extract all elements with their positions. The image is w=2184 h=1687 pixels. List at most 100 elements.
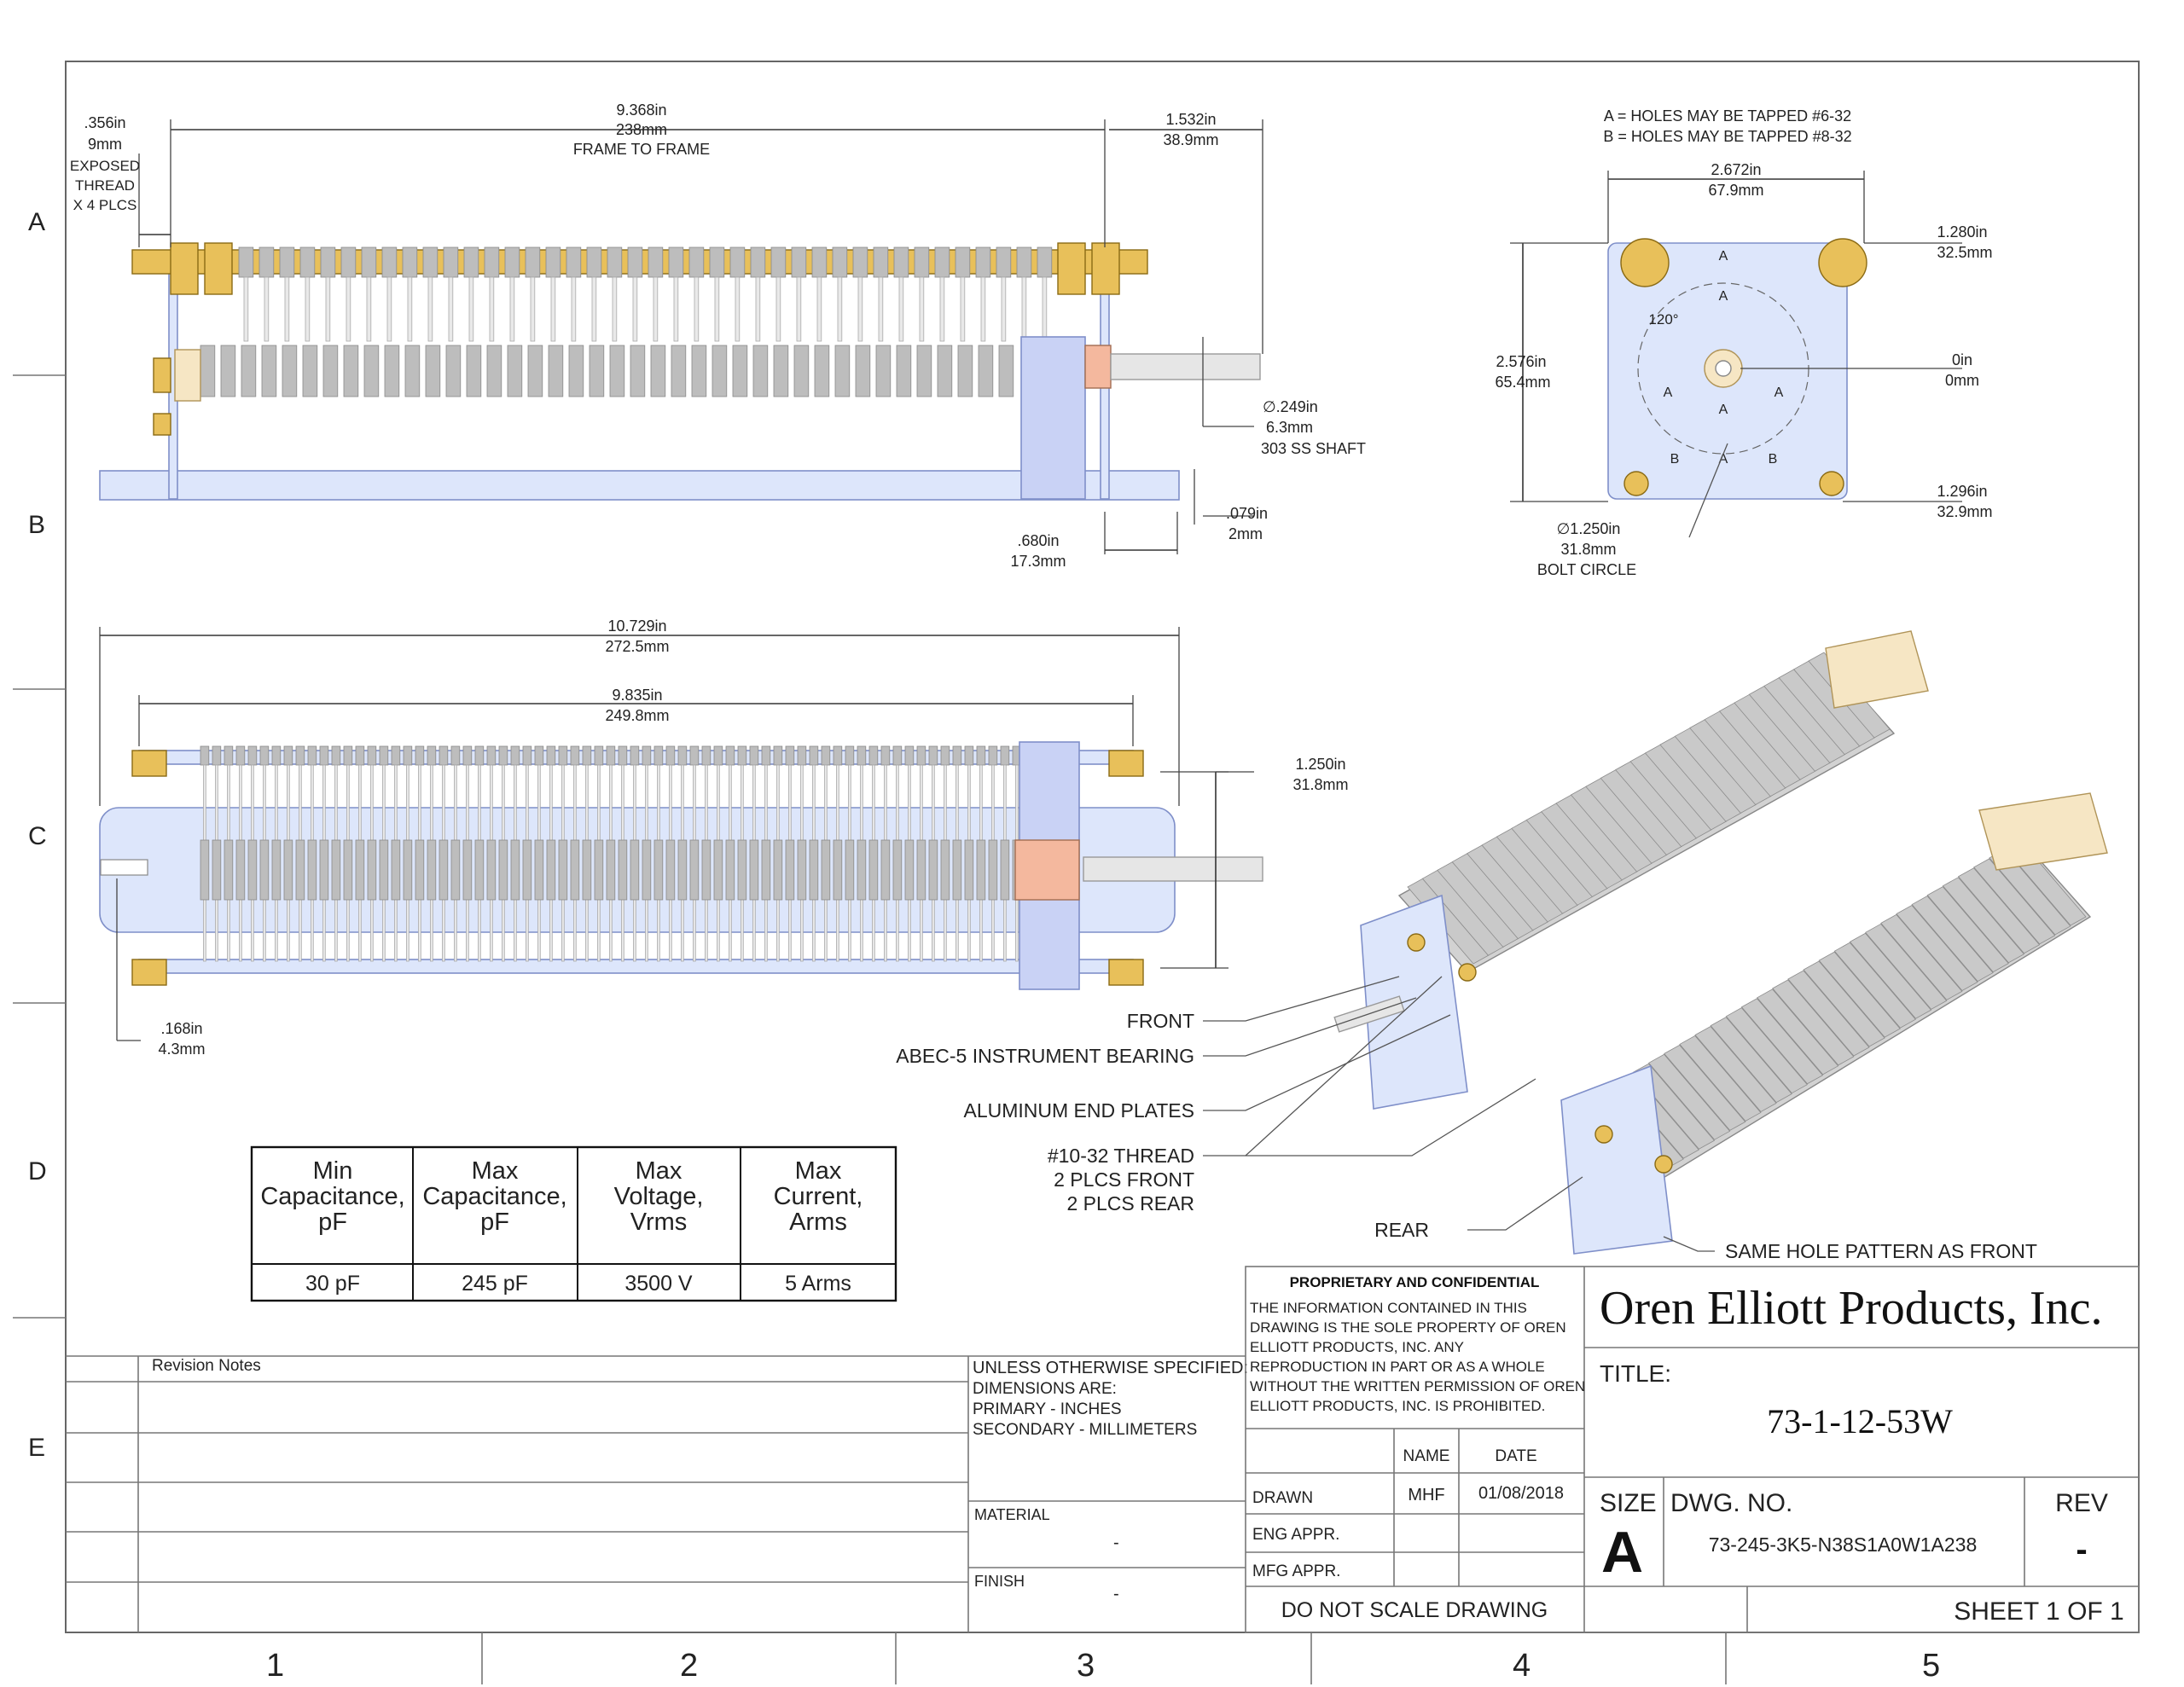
fin [648,246,664,278]
fin [713,745,723,766]
fin [811,246,828,278]
fin [200,839,210,901]
dim-width-mm: 67.9mm [1708,182,1763,199]
fin [671,345,687,397]
dim-inner-mm: 249.8mm [605,707,669,724]
fin [653,745,664,766]
dim-plate-in: .680in [1017,532,1059,549]
tolerance-note: SECONDARY - MILLIMETERS [973,1421,1197,1439]
fin [307,839,317,901]
row-label-a: A [28,208,45,236]
dim-ftf-note: FRAME TO FRAME [573,141,710,158]
title-block-area: Revision Notes UNLESS OTHERWISE SPECIFIE… [66,1266,2140,1633]
end-note-b: B = HOLES MAY BE TAPPED #8-32 [1603,128,1851,145]
fin [665,745,676,766]
fin [709,246,725,278]
fin [689,839,700,901]
fin-plate [837,276,843,342]
fin [873,246,889,278]
col-label-5: 5 [1922,1648,1940,1684]
fin [261,345,277,397]
fin [212,839,222,901]
fin [403,745,413,766]
fin [904,839,915,901]
fin [558,839,568,901]
dim-ftf-mm: 238mm [616,121,667,138]
dim-bottom-mm: 32.9mm [1937,503,1992,520]
dim-overall-in: 10.729in [607,617,666,635]
fin [343,345,359,397]
proprietary-text: ELLIOTT PRODUCTS, INC. ANY [1250,1339,1464,1355]
bearing [1084,345,1112,389]
exposed-note: EXPOSED [70,158,140,174]
fin-plate [796,276,802,342]
spec-header: Voltage, [614,1183,704,1210]
fin [525,246,541,278]
isometric-view: FRONT ABEC-5 INSTRUMENT BEARING ALUMINUM… [896,630,2108,1262]
fin [606,839,616,901]
spec-header: Max [636,1157,682,1185]
fin [200,745,210,766]
iso-fin [1880,913,1963,1000]
fin [582,745,592,766]
fin [627,246,643,278]
fin [379,839,389,901]
spec-header: Vrms [630,1209,688,1236]
fin [988,839,998,901]
iso-fin [1973,858,2056,945]
fin [355,839,365,901]
fin [282,345,298,397]
fin [343,745,353,766]
fin-plate [305,276,311,342]
fin-plate [960,276,966,342]
iso-fin [1926,886,2009,973]
zone-row-markers: A B C D E [13,208,66,1462]
fin-plate [735,276,741,342]
fin [200,345,216,397]
rev-label: REV [2055,1489,2108,1517]
fin [732,345,748,397]
fin-plate [448,276,454,342]
fin [773,345,789,397]
fin [988,745,998,766]
fin [761,839,771,901]
spec-value: 245 pF [462,1272,528,1296]
spec-value: 30 pF [305,1272,360,1296]
dim-bolt-mm: 31.8mm [1560,541,1616,558]
row-label-b: B [28,511,45,539]
fin [609,345,625,397]
fin-plate [653,276,659,342]
dim-top-mm: 32.5mm [1937,244,1992,261]
drawn-date: 01/08/2018 [1478,1484,1564,1503]
fin [880,745,891,766]
revision-notes-title: Revision Notes [152,1357,261,1375]
fin [367,745,377,766]
fin [668,246,684,278]
fin [545,246,561,278]
dim-shaft-dia-in: ∅.249in [1263,398,1318,415]
fin [566,246,582,278]
stator-fins [238,246,1053,342]
dim-shaft-len-mm: 38.9mm [1163,131,1218,148]
fin [379,745,389,766]
fin [384,345,400,397]
fin-plate [366,276,372,342]
fin [770,246,787,278]
fin [916,745,926,766]
spec-header: Max [795,1157,842,1185]
fin [510,745,520,766]
dim-bolt-in: ∅1.250in [1557,520,1621,537]
fin [546,839,556,901]
fin [689,745,700,766]
fin-plate [775,276,781,342]
angle-label: 120° [1648,311,1678,328]
dwg-no-value: 73-245-3K5-N38S1A0W1A238 [1709,1533,1978,1556]
fin [522,839,532,901]
fin [259,745,270,766]
fin [466,345,482,397]
dim-zero-in: 0in [1952,351,1972,368]
fin [725,745,735,766]
dim-bottom-in: 1.296in [1937,483,1987,500]
fin [892,745,903,766]
